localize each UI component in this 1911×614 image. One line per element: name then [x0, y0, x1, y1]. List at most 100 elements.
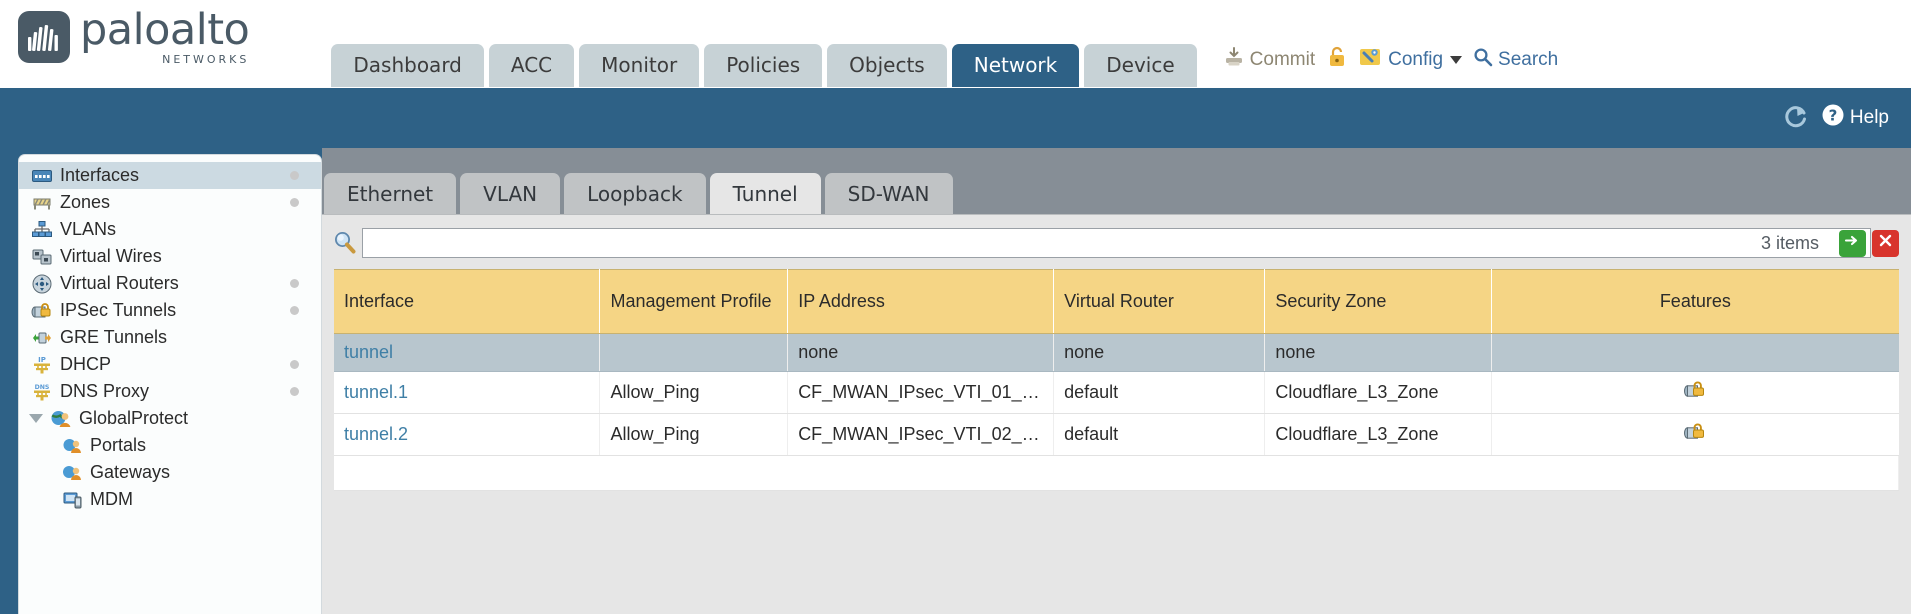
sidebar-item-mdm[interactable]: MDM	[19, 486, 321, 513]
table-filler-row	[334, 455, 1899, 491]
app-header: paloalto NETWORKS Dashboard ACC Monitor …	[0, 0, 1911, 88]
filter-bar: 3 items	[322, 225, 1911, 261]
tab-loopback[interactable]: Loopback	[564, 173, 706, 214]
portals-icon	[61, 436, 83, 456]
zones-icon	[31, 193, 53, 213]
tab-ethernet[interactable]: Ethernet	[324, 173, 457, 214]
commit-button[interactable]: Commit	[1223, 46, 1315, 74]
tab-vlan[interactable]: VLAN	[460, 173, 561, 214]
sidebar-item-portals[interactable]: Portals	[19, 432, 321, 459]
sidebar-item-dns-proxy[interactable]: DNS DNS Proxy	[19, 378, 321, 405]
interface-type-tabs: Ethernet VLAN Loopback Tunnel SD-WAN	[322, 172, 1911, 214]
tab-tunnel[interactable]: Tunnel	[709, 173, 821, 214]
cell-ip-address: none	[787, 333, 1055, 372]
sidebar-item-globalprotect[interactable]: GlobalProtect	[19, 405, 321, 432]
sidebar-item-label: Virtual Routers	[60, 273, 179, 293]
refresh-icon[interactable]	[1783, 103, 1809, 134]
table-row[interactable]: tunnel none none none	[334, 333, 1899, 372]
nav-tab-acc[interactable]: ACC	[488, 44, 575, 87]
table-row[interactable]: tunnel.2 Allow_Ping CF_MWAN_IPsec_VTI_02…	[334, 413, 1899, 456]
cell-features	[1491, 333, 1899, 372]
mdm-icon	[61, 490, 83, 510]
help-link[interactable]: ? Help	[1821, 103, 1889, 133]
sidebar-item-vlans[interactable]: VLANs	[19, 216, 321, 243]
table-head: Interface Management Profile IP Address …	[334, 269, 1899, 334]
commit-label: Commit	[1249, 49, 1316, 70]
sidebar-item-zones[interactable]: Zones	[19, 189, 321, 216]
globalprotect-icon	[50, 409, 72, 429]
sidebar-item-virtual-routers[interactable]: Virtual Routers	[19, 270, 321, 297]
search-input[interactable]	[362, 228, 1871, 258]
table-container: Interface Management Profile IP Address …	[322, 261, 1911, 491]
nav-tab-objects[interactable]: Objects	[827, 44, 947, 87]
cell-security-zone: Cloudflare_L3_Zone	[1264, 413, 1493, 456]
sidebar-item-ipsec-tunnels[interactable]: IPSec Tunnels	[19, 297, 321, 324]
sidebar-item-virtual-wires[interactable]: Virtual Wires	[19, 243, 321, 270]
main-content: Ethernet VLAN Loopback Tunnel SD-WAN 3 i…	[322, 148, 1911, 614]
search-label: Search	[1498, 49, 1559, 70]
cell-interface[interactable]: tunnel.1	[334, 371, 601, 414]
clear-filter-button[interactable]	[1872, 229, 1899, 257]
clear-cross-icon	[1876, 231, 1895, 255]
column-header-features[interactable]: Features	[1491, 269, 1899, 334]
column-header-interface[interactable]: Interface	[334, 269, 601, 334]
sidebar-item-dot	[290, 171, 299, 180]
virtual-routers-icon	[31, 274, 53, 294]
main-nav-tabs: Dashboard ACC Monitor Policies Objects N…	[331, 44, 1197, 87]
column-header-security-zone[interactable]: Security Zone	[1264, 269, 1493, 334]
svg-text:DNS: DNS	[35, 384, 50, 391]
nav-tab-network[interactable]: Network	[951, 44, 1080, 87]
cell-ip-address: CF_MWAN_IPsec_VTI_02_…	[787, 413, 1055, 456]
tab-sdwan[interactable]: SD-WAN	[824, 173, 953, 214]
apply-filter-button[interactable]	[1839, 229, 1866, 257]
commit-download-icon	[1223, 46, 1245, 74]
tunnel-interfaces-table: Interface Management Profile IP Address …	[334, 269, 1899, 491]
sidebar-item-gateways[interactable]: Gateways	[19, 459, 321, 486]
brand-logo: paloalto NETWORKS	[0, 0, 250, 87]
cell-interface[interactable]: tunnel	[334, 333, 601, 372]
sub-header-bar: ? Help	[0, 88, 1911, 148]
config-menu[interactable]: Config	[1359, 46, 1463, 74]
nav-tab-monitor[interactable]: Monitor	[579, 44, 700, 87]
sidebar-item-label: GlobalProtect	[79, 408, 189, 428]
sidebar-item-label: GRE Tunnels	[60, 327, 168, 347]
config-key-icon	[1359, 46, 1383, 74]
virtual-wires-icon	[31, 247, 53, 267]
svg-text:?: ?	[1829, 107, 1838, 125]
expander-collapse-icon[interactable]	[29, 414, 43, 423]
cell-ip-address: CF_MWAN_IPsec_VTI_01_…	[787, 371, 1055, 414]
sidebar-item-label: Zones	[60, 192, 111, 212]
sidebar-item-dot	[290, 279, 299, 288]
sidebar-item-interfaces[interactable]: Interfaces	[19, 162, 321, 189]
nav-tab-device[interactable]: Device	[1084, 44, 1197, 87]
table-empty-space	[334, 455, 1899, 491]
column-header-virtual-router[interactable]: Virtual Router	[1053, 269, 1266, 334]
table-row[interactable]: tunnel.1 Allow_Ping CF_MWAN_IPsec_VTI_01…	[334, 371, 1899, 414]
padlock-icon[interactable]	[1326, 45, 1348, 75]
interfaces-icon	[31, 166, 53, 186]
column-header-management-profile[interactable]: Management Profile	[599, 269, 789, 334]
search-magnifier-icon[interactable]	[332, 230, 358, 256]
cell-security-zone: none	[1264, 333, 1493, 372]
ipsec-lock-icon	[1683, 380, 1707, 405]
cell-interface[interactable]: tunnel.2	[334, 413, 601, 456]
sidebar-item-dot	[290, 306, 299, 315]
svg-text:IP: IP	[38, 356, 46, 364]
nav-tab-dashboard[interactable]: Dashboard	[331, 44, 484, 87]
sidebar-item-dhcp[interactable]: IP DHCP	[19, 351, 321, 378]
nav-tab-policies[interactable]: Policies	[704, 44, 823, 87]
search-button[interactable]: Search	[1473, 47, 1558, 73]
brand-tagline: NETWORKS	[162, 53, 250, 66]
sidebar-item-label: DNS Proxy	[60, 381, 150, 401]
sidebar-item-dot	[290, 387, 299, 396]
cell-virtual-router: none	[1053, 333, 1266, 372]
sidebar-container: Interfaces Zones	[0, 148, 322, 614]
sidebar-item-gre-tunnels[interactable]: GRE Tunnels	[19, 324, 321, 351]
column-header-ip-address[interactable]: IP Address	[787, 269, 1055, 334]
apply-arrow-icon	[1843, 231, 1862, 255]
help-question-icon: ?	[1821, 103, 1845, 133]
sidebar-item-label: DHCP	[60, 354, 112, 374]
help-label: Help	[1849, 107, 1889, 128]
cell-features	[1491, 371, 1899, 414]
search-magnifier-icon	[1473, 47, 1493, 73]
